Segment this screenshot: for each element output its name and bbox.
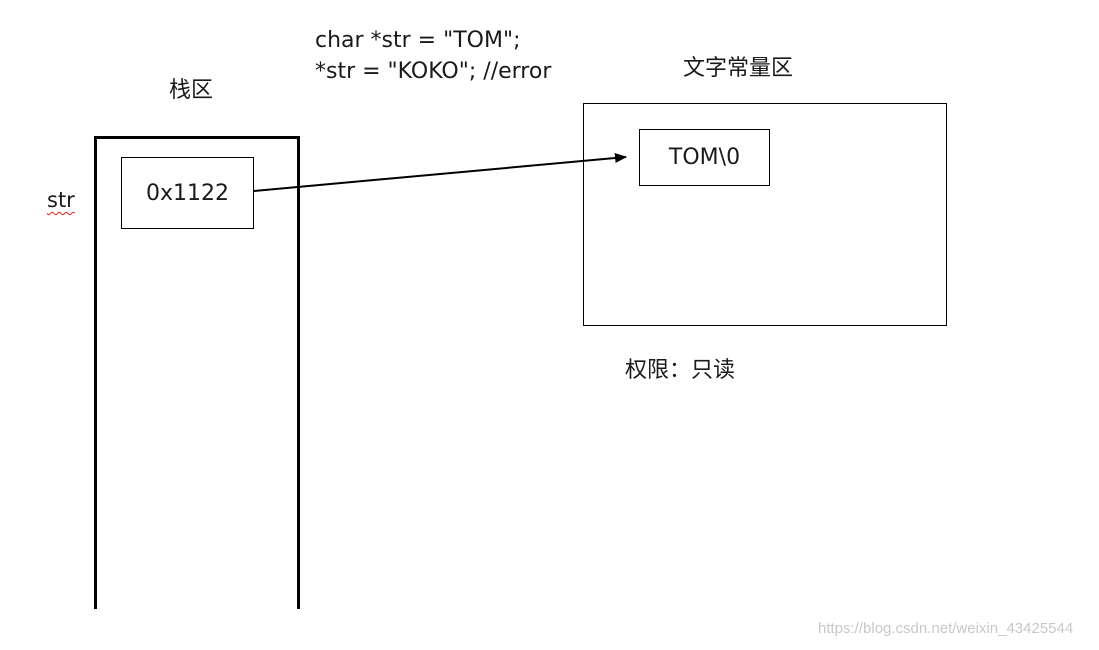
stack-right-wall bbox=[297, 136, 300, 609]
stack-top-wall bbox=[94, 136, 300, 139]
pointer-arrow-line bbox=[253, 153, 627, 192]
code-line-error-assignment: *str = "KOKO"; //error bbox=[315, 59, 552, 84]
permission-label: 权限：只读 bbox=[625, 358, 736, 383]
stack-area-title: 栈区 bbox=[169, 78, 214, 103]
source-watermark: https://blog.csdn.net/weixin_43425544 bbox=[818, 620, 1074, 637]
code-line-declaration: char *str = "TOM"; bbox=[315, 28, 521, 53]
pointer-address-text: 0x1122 bbox=[145, 180, 229, 206]
string-literal-text: TOM\0 bbox=[668, 145, 741, 170]
pointer-value-cell: 0x1122 bbox=[121, 157, 254, 229]
literal-constant-area-title: 文字常量区 bbox=[683, 56, 794, 81]
pointer-variable-label: str bbox=[47, 188, 75, 212]
stack-left-wall bbox=[94, 136, 97, 609]
string-literal-cell: TOM\0 bbox=[639, 129, 770, 186]
